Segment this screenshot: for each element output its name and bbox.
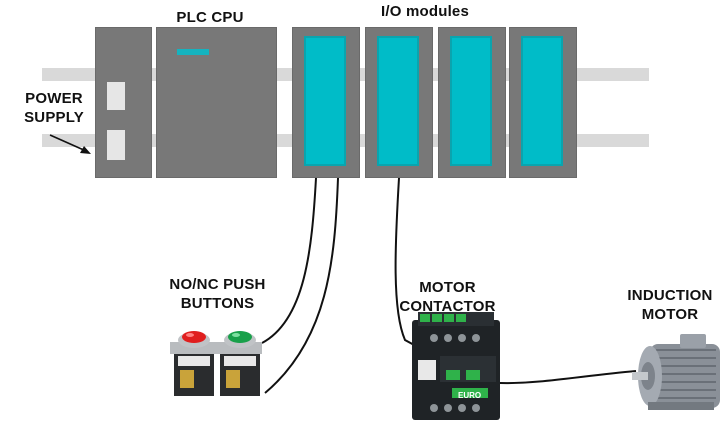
push-buttons-label-line1: NO/NC PUSH bbox=[169, 276, 266, 293]
io-module-3-screen bbox=[450, 36, 492, 166]
wire-contactor-motor bbox=[499, 370, 637, 385]
io-module-1-screen bbox=[304, 36, 346, 166]
io-module-3 bbox=[438, 27, 506, 178]
push-button-red-icon bbox=[170, 331, 216, 396]
induction-motor-label-line1: INDUCTION bbox=[627, 287, 713, 304]
push-button-green-icon bbox=[216, 331, 262, 396]
induction-motor-icon bbox=[632, 334, 720, 410]
power-supply-label: POWER SUPPLY bbox=[14, 89, 94, 127]
plc-cpu-label: PLC CPU bbox=[176, 9, 244, 26]
wire-push-button-1 bbox=[261, 177, 317, 344]
plc-cpu-module bbox=[156, 27, 277, 178]
power-supply-label-line2: SUPPLY bbox=[24, 109, 84, 126]
power-supply-label-line1: POWER bbox=[25, 90, 83, 107]
io-module-2 bbox=[365, 27, 433, 178]
cpu-status-led bbox=[177, 49, 209, 55]
motor-contactor-label-line1: MOTOR bbox=[419, 279, 476, 296]
io-module-4-screen bbox=[521, 36, 563, 166]
wire-push-button-2 bbox=[264, 177, 339, 394]
io-module-1 bbox=[292, 27, 360, 178]
contactor-icon: EURO bbox=[412, 312, 500, 420]
push-buttons-label: NO/NC PUSH BUTTONS bbox=[155, 275, 280, 313]
motor-contactor-label-line2: CONTACTOR bbox=[399, 298, 496, 315]
induction-motor-label: INDUCTION MOTOR bbox=[615, 286, 724, 324]
power-supply-terminal-top bbox=[107, 82, 125, 110]
power-supply-module bbox=[95, 27, 152, 178]
io-modules-label: I/O modules bbox=[380, 3, 470, 20]
contactor-brand: EURO bbox=[458, 391, 481, 400]
arrow-icon bbox=[49, 134, 91, 154]
motor-contactor-label: MOTOR CONTACTOR bbox=[380, 278, 515, 316]
wire-contactor-coil bbox=[394, 177, 417, 347]
induction-motor-label-line2: MOTOR bbox=[641, 306, 699, 323]
io-module-4 bbox=[509, 27, 577, 178]
power-supply-terminal-bottom bbox=[107, 130, 125, 160]
push-buttons-label-line2: BUTTONS bbox=[180, 295, 255, 312]
io-module-2-screen bbox=[377, 36, 419, 166]
